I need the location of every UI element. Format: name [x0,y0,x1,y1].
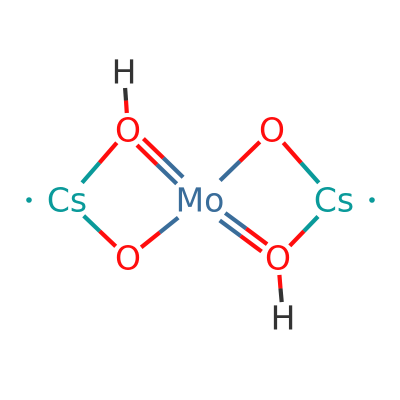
bond-cs2-o4-half-b [288,229,306,248]
atom-o4: O [265,239,291,278]
bond-mo-o4-line2-half-a [218,218,242,238]
bond-cs2-o4-half-a [302,215,320,233]
atom-mo: Mo [176,181,225,220]
atom-o3: O [115,239,141,278]
radical-dots-layer [26,197,375,203]
atom-o1: O [115,111,141,150]
bond-mo-o1-line1-half-a [155,162,179,186]
atom-cs1: Cs [47,181,87,220]
bond-cs2-o2-half-b [281,141,303,165]
bond-mo-o4-line1-half-a [223,211,248,231]
bond-mo-o2-half-a [218,159,242,183]
bond-o1-h1-half-a [123,100,129,114]
bond-cs1-o3-half-b [98,229,118,248]
bonds-layer [80,87,321,303]
bond-mo-o3-half-a [158,215,180,235]
atom-h1: H [112,53,137,92]
bond-cs1-o1-half-b [97,141,119,165]
bond-o1-h1-half-b [123,87,129,101]
bond-mo-o4-line1-half-b [244,226,269,246]
radical-dot-cs1 [26,197,32,203]
bond-cs1-o3-half-a [82,214,102,233]
atoms-layer: Mo O O O O Cs Cs H H [47,53,354,338]
radical-dot-cs2 [369,197,375,203]
bond-o4-h2-half-a [277,274,283,289]
bond-mo-o1-line2-half-a [161,156,185,179]
bond-o4-h2-half-b [278,288,284,303]
bond-mo-o2-half-b [238,140,262,163]
bond-mo-o3-half-b [139,230,162,249]
bond-cs1-o1-half-a [80,161,102,185]
bond-mo-o1-line1-half-b [135,143,159,166]
atom-o2: O [259,111,285,150]
bond-mo-o1-line2-half-b [141,137,165,160]
bond-cs2-o2-half-a [299,161,321,185]
atom-cs2: Cs [314,181,354,220]
atom-h2: H [271,299,296,338]
bond-mo-o4-line2-half-b [239,234,263,254]
